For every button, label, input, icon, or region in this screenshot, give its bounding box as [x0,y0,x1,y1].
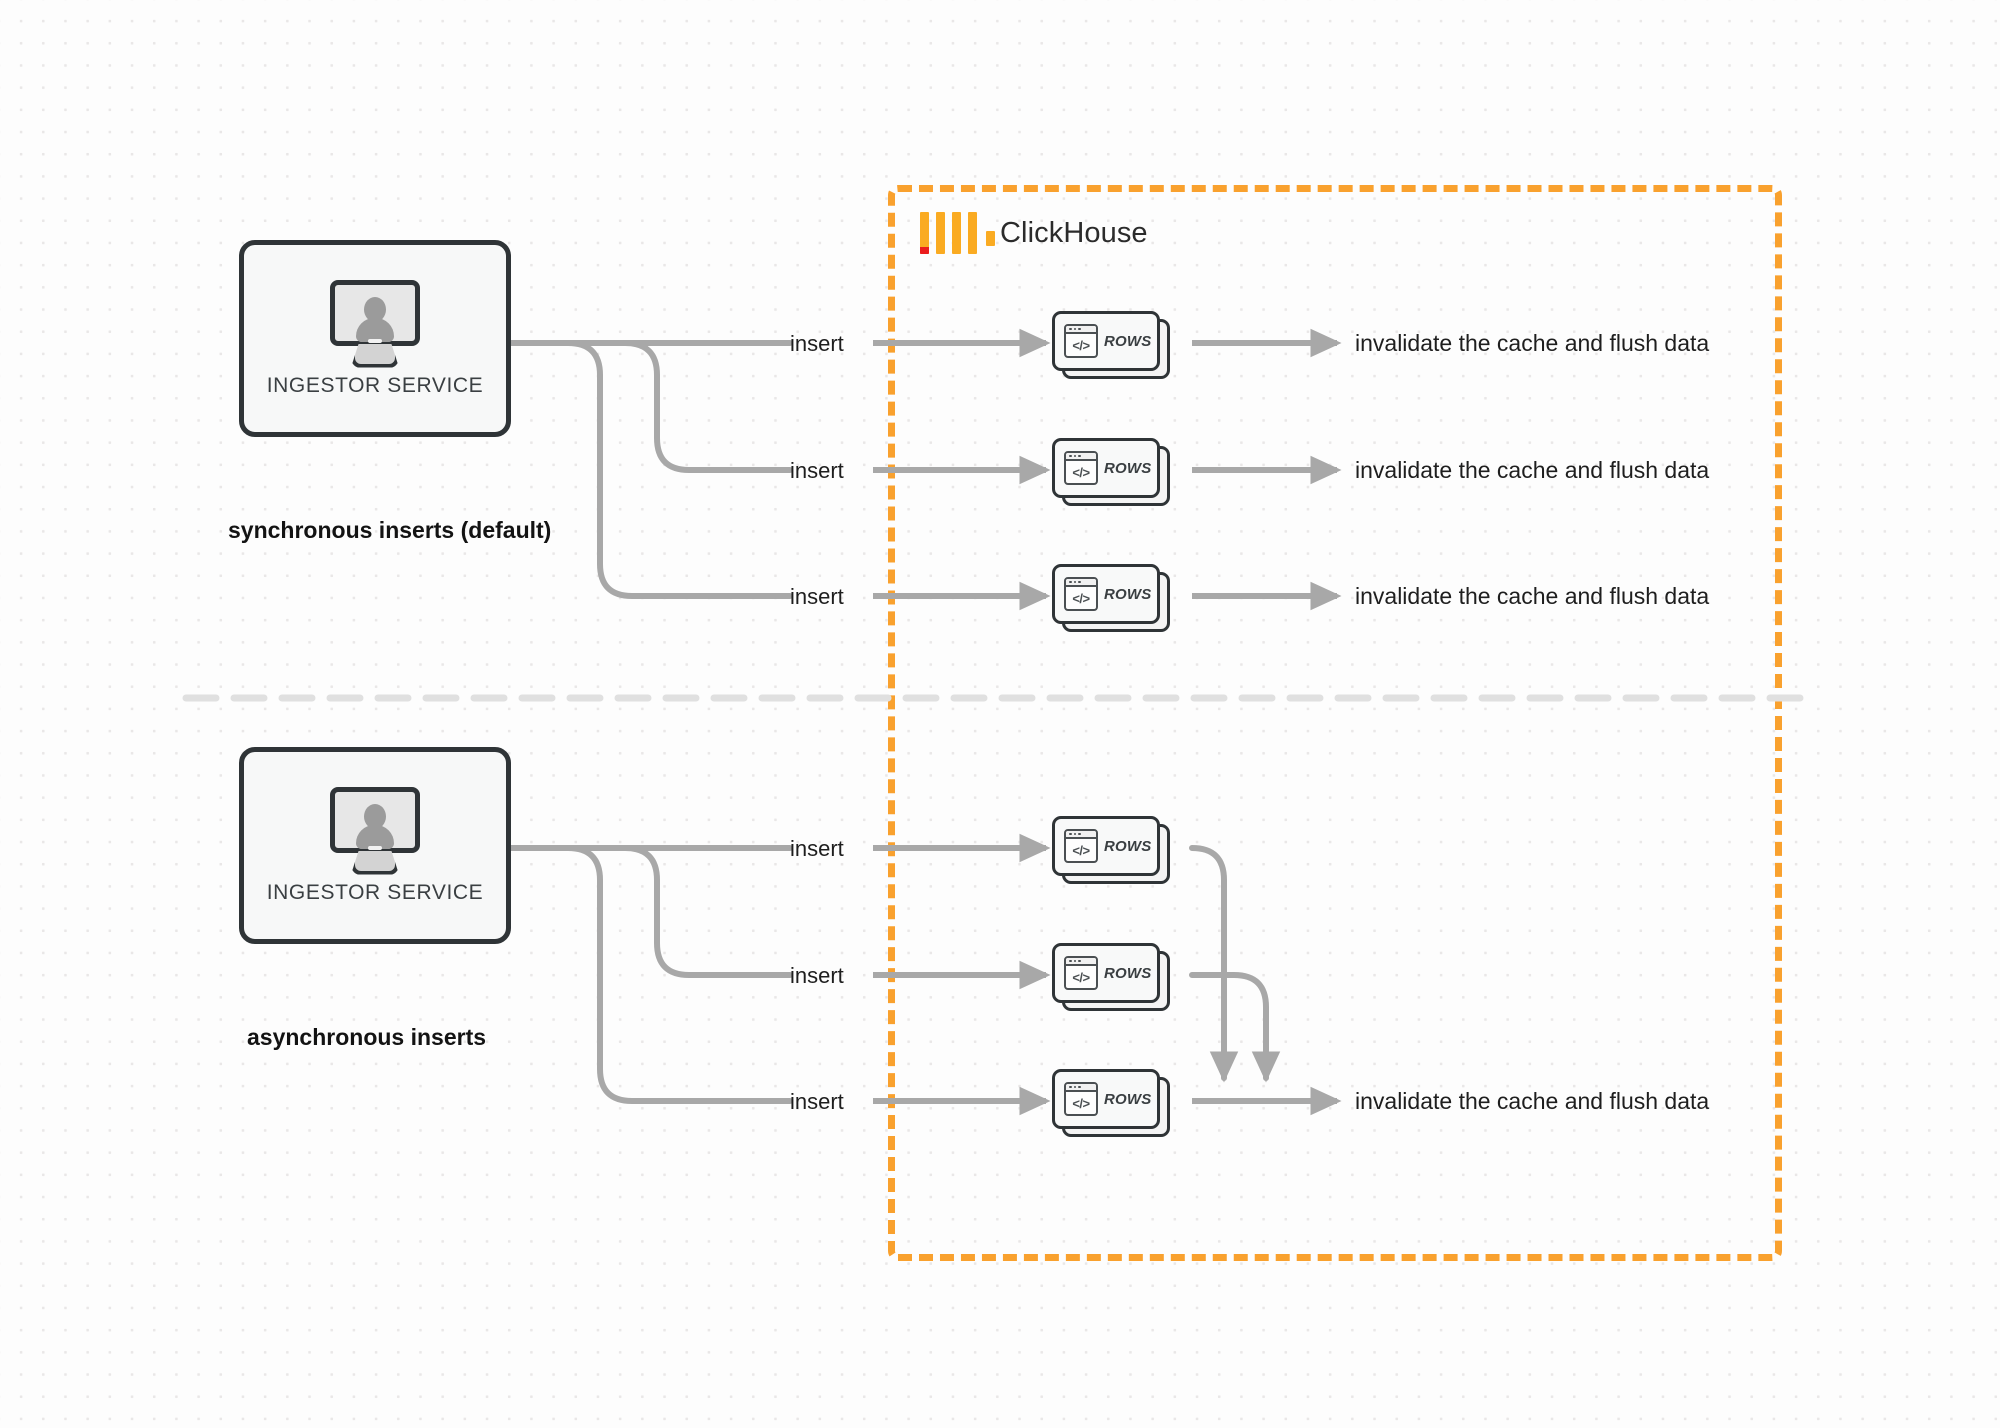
async-edge-branch-3 [565,845,793,1104]
code-glyph: </> [1072,1095,1090,1111]
output-label-async-merged: invalidate the cache and flush data [1355,1088,1710,1114]
code-window-titlebar [1066,1084,1096,1092]
code-window-titlebar [1066,579,1096,587]
code-glyph: </> [1072,842,1090,858]
ingestor-service-sync[interactable]: INGESTOR SERVICE [239,240,511,437]
rows-card-front: </> ROWS [1052,1069,1160,1129]
code-window-icon: </> [1064,829,1098,863]
code-window-titlebar [1066,958,1096,966]
monitor-user-icon [326,279,424,368]
code-glyph: </> [1072,337,1090,353]
rows-label: ROWS [1104,585,1152,603]
edge-label-insert-sync-1: insert [790,331,844,356]
code-window-titlebar [1066,453,1096,461]
code-window-titlebar [1066,831,1096,839]
monitor-screen [330,786,420,853]
code-window-icon: </> [1064,324,1098,358]
user-body [356,317,394,342]
clickhouse-brand: ClickHouse [920,212,1148,254]
user-body [356,824,394,849]
rows-label: ROWS [1104,964,1152,982]
sync-edge-branch-2 [622,340,793,473]
edge-label-insert-async-2: insert [790,963,844,988]
clickhouse-logo [920,212,995,254]
clickhouse-region [888,185,1782,1261]
user-head [364,296,386,322]
code-glyph: </> [1072,464,1090,480]
ingestor-service-async[interactable]: INGESTOR SERVICE [239,747,511,944]
logo-accent-square [920,247,929,254]
rows-label: ROWS [1104,459,1152,477]
monitor-notch [368,338,382,343]
async-edge-branch-2 [622,845,793,978]
output-label-sync-2: invalidate the cache and flush data [1355,457,1710,483]
logo-bar-3 [952,212,961,254]
code-window-icon: </> [1064,577,1098,611]
code-glyph: </> [1072,969,1090,985]
monitor-notch [368,845,382,850]
rows-card-front: </> ROWS [1052,438,1160,498]
code-window-titlebar [1066,326,1096,334]
section-caption-async: asynchronous inserts [247,1024,487,1050]
rows-card-async-2[interactable]: </> ROWS [1052,943,1170,1011]
output-label-sync-3: invalidate the cache and flush data [1355,583,1710,609]
clickhouse-label: ClickHouse [1000,216,1148,249]
edge-label-insert-sync-2: insert [790,458,844,483]
rows-card-front: </> ROWS [1052,943,1160,1003]
logo-bar-5 [986,231,995,246]
code-window-icon: </> [1064,956,1098,990]
rows-label: ROWS [1104,332,1152,350]
logo-bar-1 [920,212,929,254]
logo-bar-4 [968,212,977,254]
logo-bar-2 [936,212,945,254]
edge-label-insert-sync-3: insert [790,584,844,609]
code-window-icon: </> [1064,1082,1098,1116]
rows-card-async-3[interactable]: </> ROWS [1052,1069,1170,1137]
output-label-sync-1: invalidate the cache and flush data [1355,330,1710,356]
sync-edge-branch-3 [565,340,793,599]
code-window-icon: </> [1064,451,1098,485]
rows-card-sync-1[interactable]: </> ROWS [1052,311,1170,379]
rows-card-front: </> ROWS [1052,311,1160,371]
rows-card-sync-3[interactable]: </> ROWS [1052,564,1170,632]
monitor-stand [351,850,399,875]
rows-label: ROWS [1104,1090,1152,1108]
edge-label-insert-async-1: insert [790,836,844,861]
rows-card-async-1[interactable]: </> ROWS [1052,816,1170,884]
code-glyph: </> [1072,590,1090,606]
user-head [364,803,386,829]
monitor-screen [330,279,420,346]
service-label: INGESTOR SERVICE [266,880,484,904]
edge-label-insert-async-3: insert [790,1089,844,1114]
rows-card-sync-2[interactable]: </> ROWS [1052,438,1170,506]
monitor-user-icon [326,786,424,875]
rows-card-front: </> ROWS [1052,564,1160,624]
section-caption-sync: synchronous inserts (default) [228,517,552,543]
rows-label: ROWS [1104,837,1152,855]
monitor-stand [351,343,399,368]
service-label: INGESTOR SERVICE [266,373,484,397]
rows-card-front: </> ROWS [1052,816,1160,876]
